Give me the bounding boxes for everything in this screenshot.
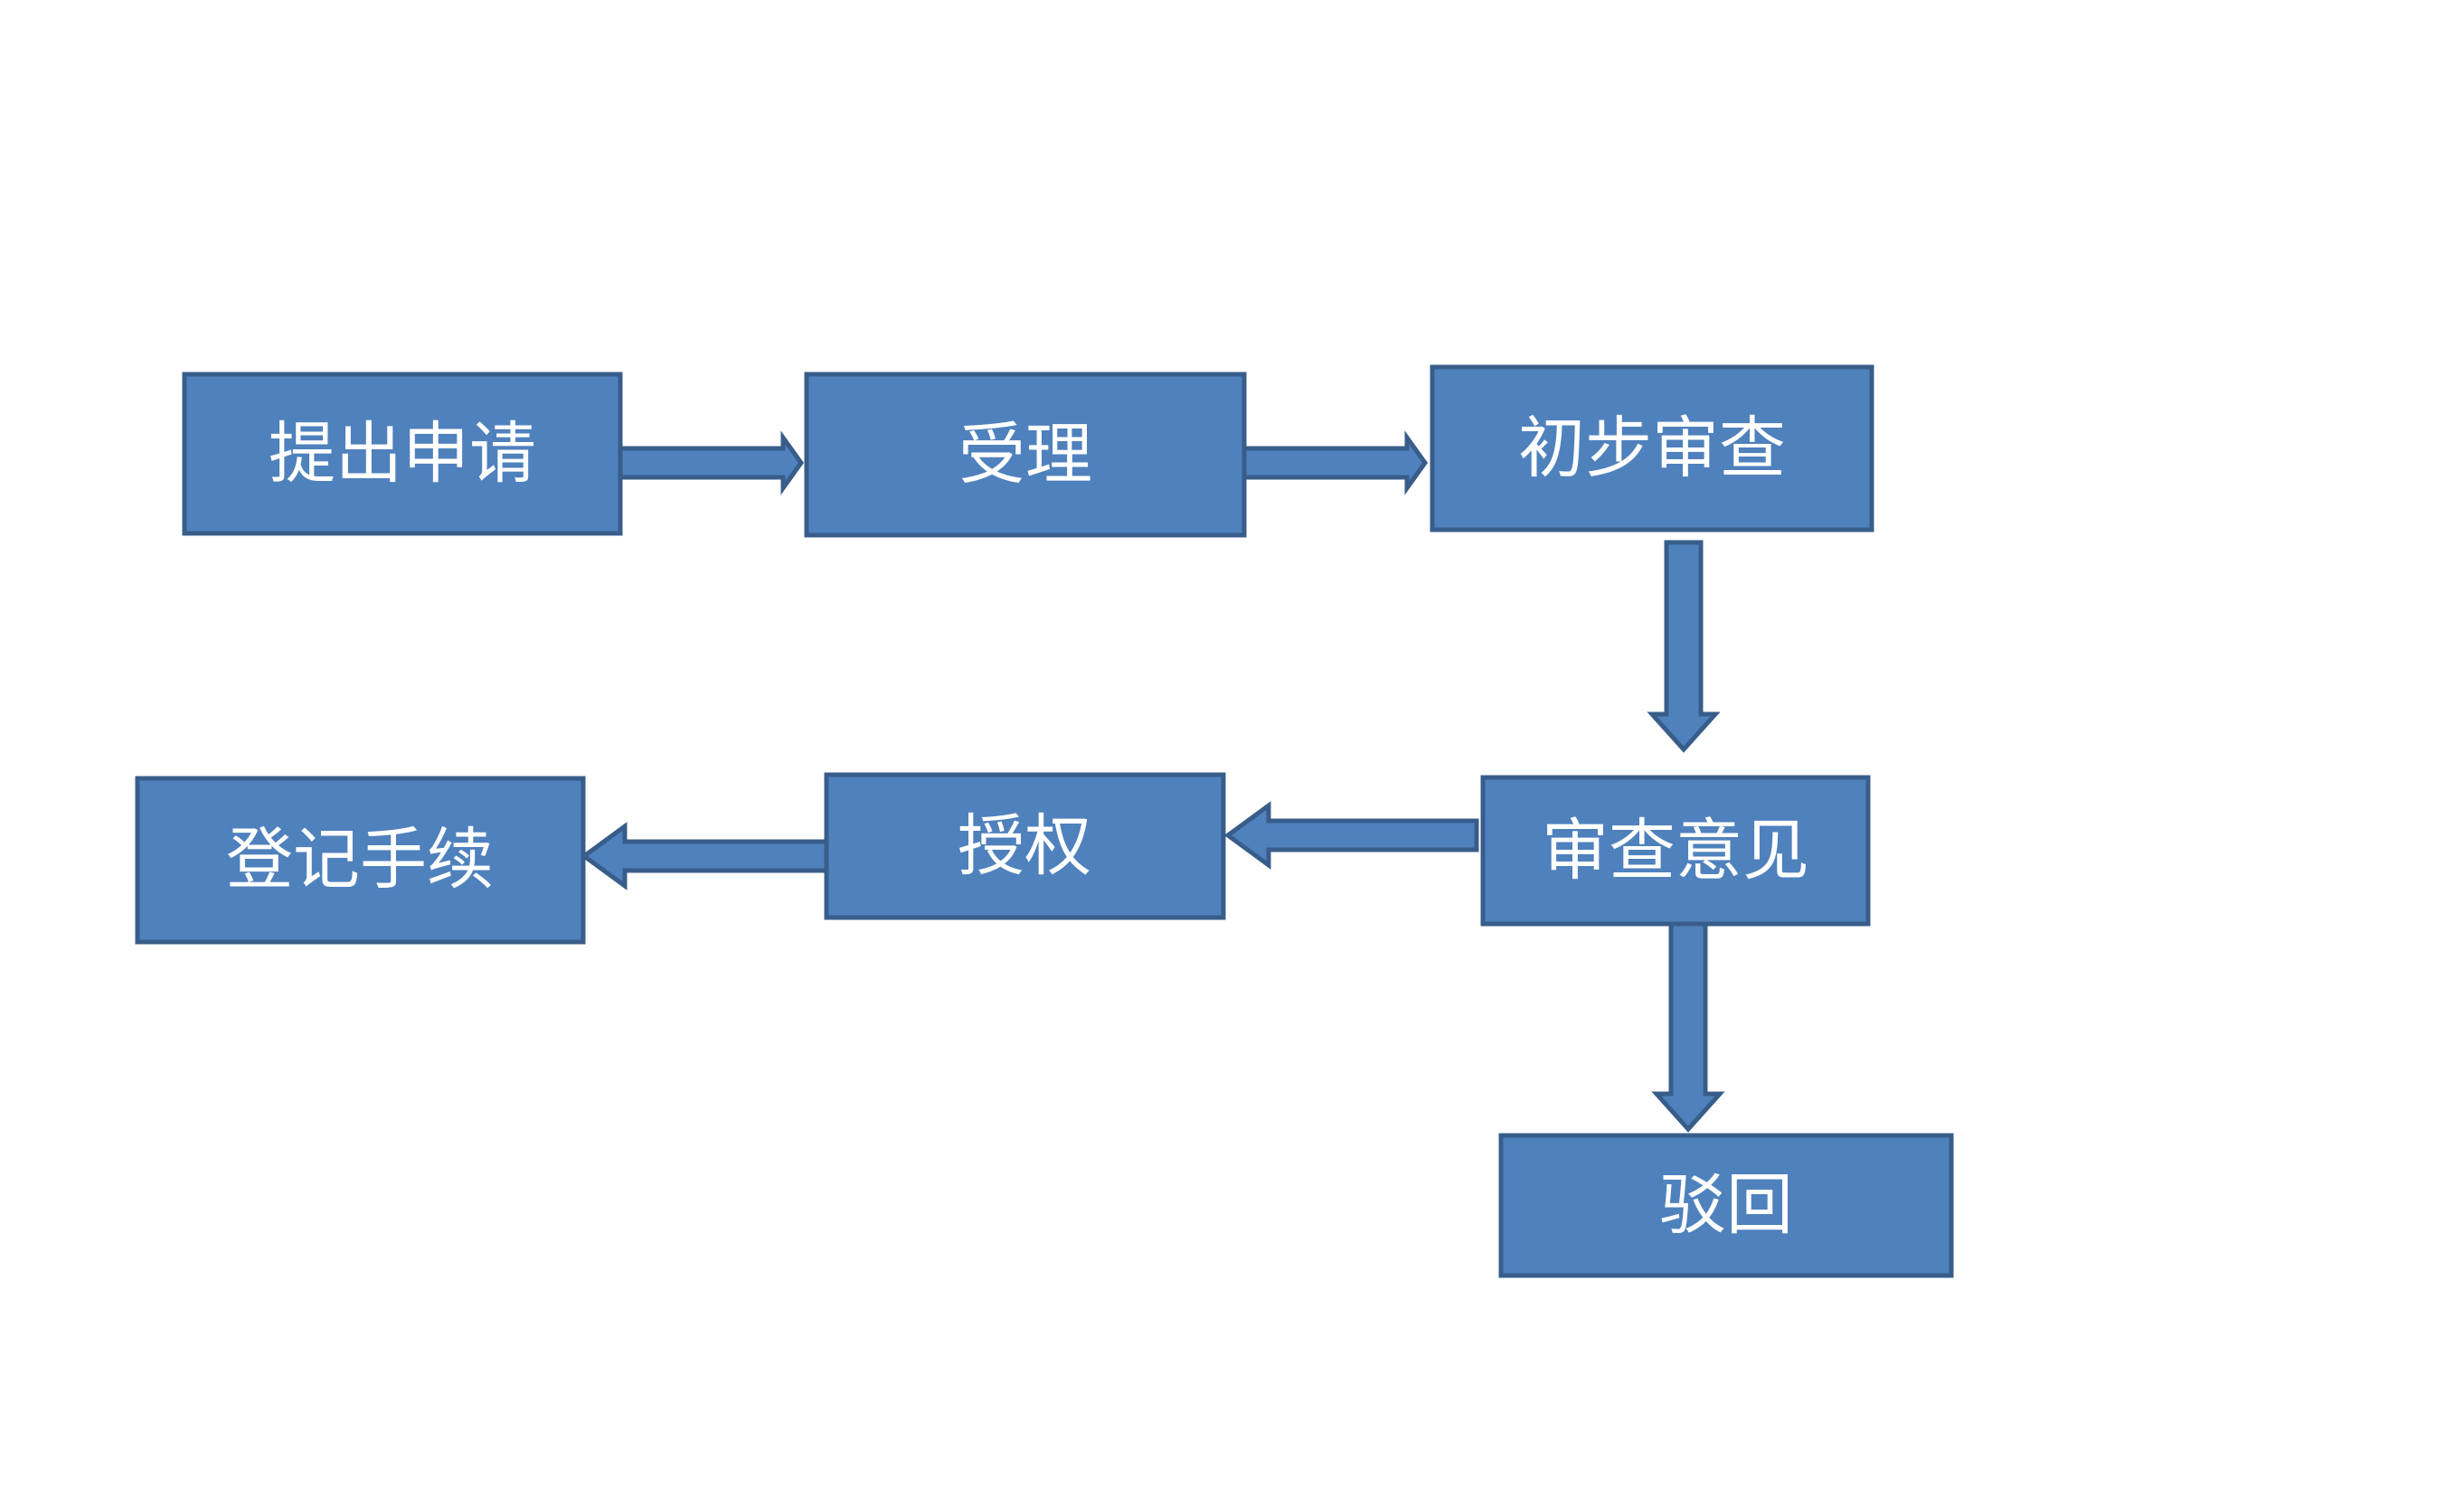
node-accept-label: 受理 <box>958 416 1092 494</box>
node-submit: 提出申请 <box>182 372 623 536</box>
arrow-preliminary-to-opinion <box>1647 540 1721 753</box>
node-grant-label: 授权 <box>958 807 1091 885</box>
arrow-accept-to-preliminary <box>1241 430 1429 495</box>
node-grant: 授权 <box>824 772 1226 920</box>
node-reject-label: 驳回 <box>1659 1166 1793 1244</box>
node-opinion: 审查意见 <box>1480 775 1871 927</box>
node-submit-label: 提出申请 <box>269 415 536 493</box>
node-register: 登记手续 <box>135 776 586 945</box>
node-opinion-label: 审查意见 <box>1542 812 1809 890</box>
node-accept: 受理 <box>804 372 1247 538</box>
node-register-label: 登记手续 <box>226 821 494 899</box>
arrow-opinion-to-grant <box>1223 801 1479 870</box>
arrow-opinion-to-reject <box>1651 919 1725 1133</box>
node-preliminary-label: 初步审查 <box>1518 410 1786 487</box>
node-reject: 驳回 <box>1498 1133 1954 1278</box>
arrow-grant-to-register <box>580 822 835 890</box>
arrow-submit-to-accept <box>618 430 805 495</box>
node-preliminary: 初步审查 <box>1430 364 1874 532</box>
